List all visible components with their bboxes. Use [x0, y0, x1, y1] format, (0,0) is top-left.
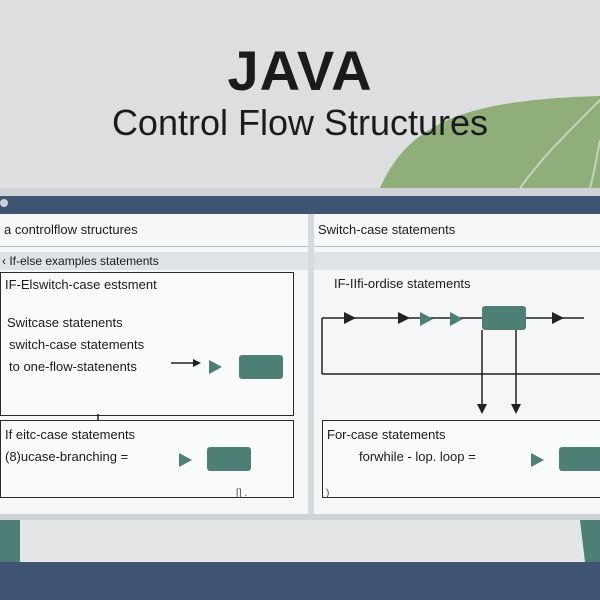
left-box1-item2: switch-case statements [9, 337, 145, 352]
right-flow-diagram [321, 312, 600, 414]
left-box1-title: IF-Elswitch-case estsment [5, 277, 157, 292]
left-pane: a controlflow structures ‹ If-else examp… [0, 214, 308, 514]
flow-icon[interactable] [207, 447, 251, 471]
flow-arrow-icon [420, 312, 433, 326]
flow-arrow-icon [209, 360, 222, 374]
window-dot [0, 199, 8, 207]
arrow-right-icon [171, 359, 201, 367]
flow-arrow-icon [179, 453, 192, 467]
flow-icon[interactable] [239, 355, 283, 379]
left-box1: IF-Elswitch-case estsment Switcase state… [0, 272, 294, 416]
left-box2: If eitc-case statements (8)ucase-branchi… [0, 420, 294, 498]
page-title: JAVA [227, 39, 373, 102]
flow-icon[interactable] [559, 447, 600, 471]
left-box2-item: (8)ucase-branching = [5, 449, 129, 464]
page-subtitle: Control Flow Structures [111, 102, 489, 143]
flow-icon[interactable] [482, 306, 526, 330]
right-footer: ) [326, 488, 330, 499]
left-box1-item3: to one-flow-statenents [9, 359, 137, 374]
right-box-title: IF-IIfi-ordise statements [334, 276, 471, 291]
pane-divider [308, 214, 314, 514]
monitor-top-bar [0, 196, 600, 214]
flow-arrow-icon [450, 312, 463, 326]
left-subheader: ‹ If-else examples statements [0, 252, 308, 270]
right-tab[interactable]: Switch-case statements [314, 214, 600, 247]
left-subheader-label: If-else examples statements [9, 254, 159, 268]
left-box1-item1: Switcase statenents [7, 315, 123, 330]
right-box2: For-case statements forwhile - lop. loop… [322, 420, 600, 498]
right-box2-item: forwhile - lop. loop = [359, 449, 476, 464]
left-tab[interactable]: a controlflow structures [0, 214, 308, 247]
right-subheader [314, 252, 600, 270]
flow-arrow-icon [531, 453, 544, 467]
monitor-base [0, 562, 600, 600]
right-pane: Switch-case statements IF-IIfi-ordise st… [314, 214, 600, 514]
leaf-decoration-bottom [0, 520, 600, 562]
chevron-left-icon: ‹ [2, 254, 6, 268]
right-box2-title: For-case statements [327, 427, 446, 442]
left-box2-title: If eitc-case statements [5, 427, 136, 442]
left-footer: [] . [236, 488, 248, 499]
